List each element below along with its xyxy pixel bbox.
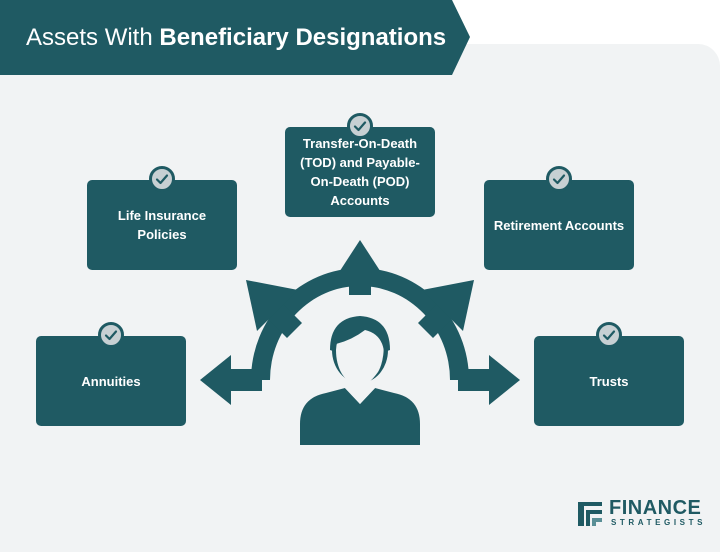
finance-strategists-logo: FINANCE STRATEGISTS xyxy=(575,496,702,532)
arrow-up-stem xyxy=(349,278,371,295)
box-life-insurance-label: Life Insurance Policies xyxy=(117,208,207,242)
box-retirement-label: Retirement Accounts xyxy=(493,217,625,233)
logo-mark-icon xyxy=(578,502,602,526)
title-bold: Beneficiary Designations xyxy=(159,24,447,51)
logo-tagline: STRATEGISTS xyxy=(611,518,707,527)
arrow-ur-stem xyxy=(418,304,452,338)
box-annuities-label: Annuities xyxy=(81,373,141,389)
box-trusts-label: Trusts xyxy=(589,373,629,389)
check-icon xyxy=(347,113,373,139)
check-icon xyxy=(546,166,572,192)
box-tod-pod-accounts: Transfer-On-Death (TOD) and Payable-On-D… xyxy=(285,127,435,217)
box-life-insurance: Life Insurance Policies xyxy=(87,180,237,270)
check-icon xyxy=(149,166,175,192)
title-banner xyxy=(0,0,470,75)
page-title: Assets With Beneficiary Designations xyxy=(26,24,446,52)
arrow-left-stem xyxy=(228,369,262,391)
arrow-ul-stem xyxy=(268,304,302,338)
logo-name: FINANCE xyxy=(609,497,702,519)
box-retirement-accounts: Retirement Accounts xyxy=(484,180,634,270)
check-icon xyxy=(596,322,622,348)
box-annuities: Annuities xyxy=(36,336,186,426)
arc-ring xyxy=(251,268,469,380)
arrow-right-icon xyxy=(489,355,520,405)
title-prefix: Assets With xyxy=(26,24,153,51)
arrow-upleft-icon xyxy=(246,280,298,331)
arrow-up-icon xyxy=(334,240,386,280)
box-trusts: Trusts xyxy=(534,336,684,426)
check-icon xyxy=(98,322,124,348)
arrow-left-icon xyxy=(200,355,231,405)
arrow-right-stem xyxy=(458,369,492,391)
arrow-upright-icon xyxy=(422,280,474,331)
box-tod-pod-label: Transfer-On-Death (TOD) and Payable-On-D… xyxy=(300,136,420,208)
